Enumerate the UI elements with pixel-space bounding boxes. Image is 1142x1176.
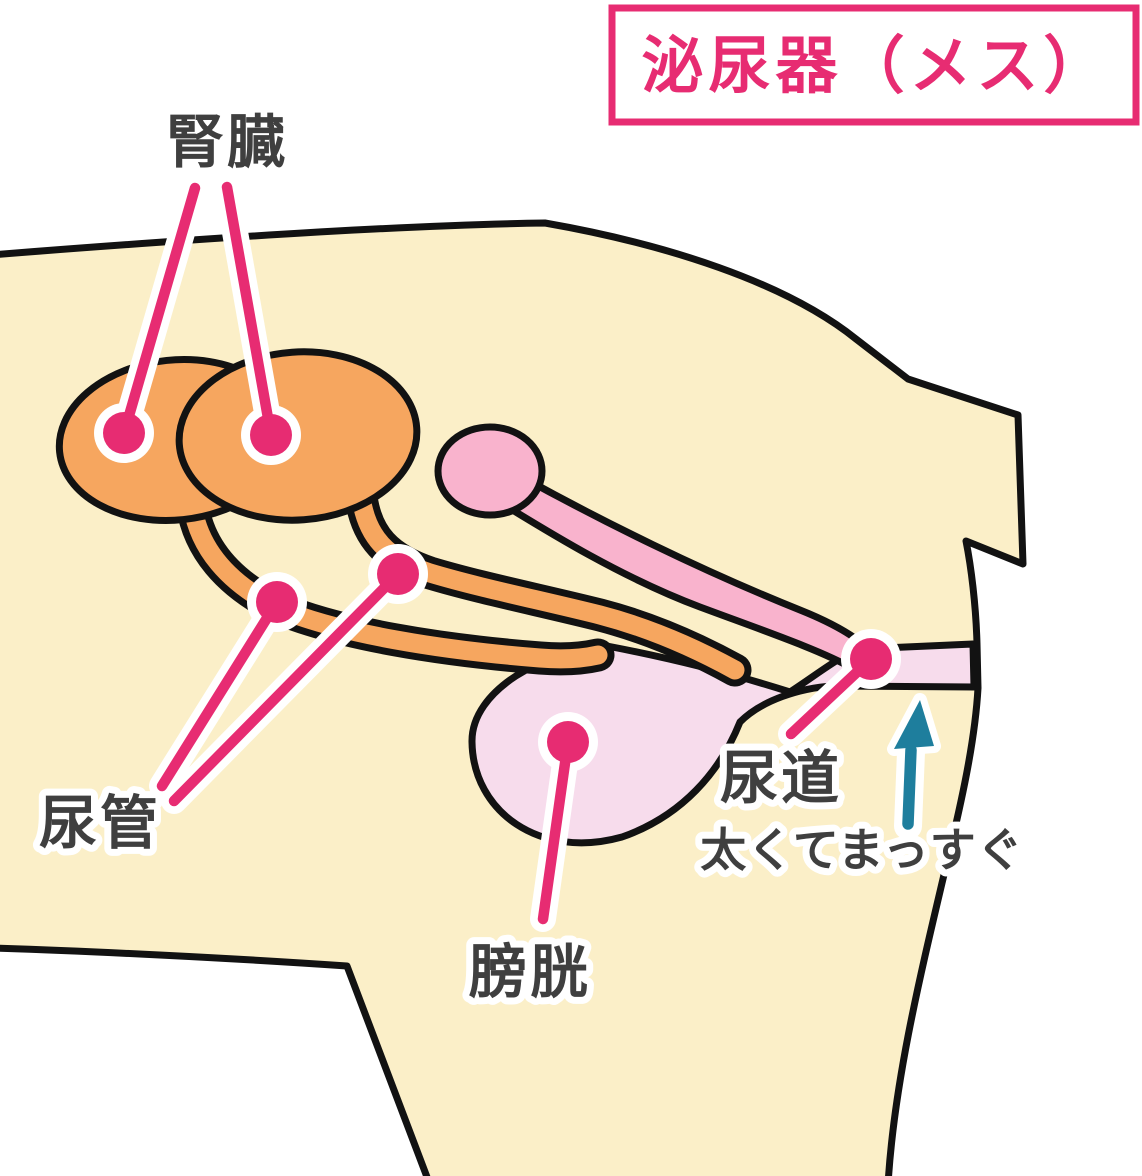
bladder-marker-dot: [547, 721, 589, 763]
label-kidney: 腎臓: [166, 110, 288, 175]
kidney-marker-dot-2: [250, 414, 292, 456]
ureter-marker-dot-2: [377, 553, 419, 595]
ureter-leader-2: [168, 568, 404, 807]
label-ureter: 尿管: [39, 791, 161, 856]
title-box: 泌尿器（メス）: [608, 4, 1140, 126]
bladder-leader: [537, 736, 574, 925]
arrow-shaft: [902, 744, 917, 830]
ureter-leader-1: [156, 596, 283, 792]
up-arrow-icon: [887, 693, 941, 840]
kidney-leader-1: [118, 182, 201, 439]
kidney-marker-dot-1: [103, 412, 145, 454]
arrow-head: [894, 700, 934, 749]
leader-lines: [103, 181, 892, 925]
ovary: [434, 423, 546, 519]
label-urethra: 尿道: [720, 746, 842, 811]
page-title: 泌尿器（メス）: [641, 31, 1110, 101]
ureter-marker-dot-1: [256, 581, 298, 623]
label-bladder: 膀胱: [469, 940, 591, 1005]
bladder-and-urethra: [468, 640, 978, 847]
label-urethra-note: 太くてまっすぐ: [700, 824, 1023, 876]
kidney-leader-2: [221, 181, 277, 441]
urethra-marker-dot: [850, 638, 892, 680]
